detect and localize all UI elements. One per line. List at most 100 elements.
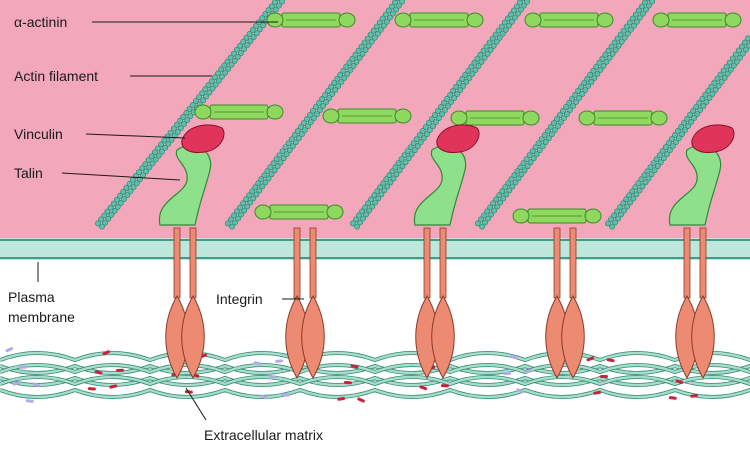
actin-bead — [260, 22, 266, 29]
matrix-fragment — [87, 387, 96, 391]
actin-bead — [334, 75, 341, 82]
actin-bead — [520, 160, 527, 167]
actin-bead — [399, 0, 405, 5]
actin-bead — [250, 34, 257, 41]
actin-bead — [187, 113, 194, 119]
actin-bead — [337, 71, 344, 78]
actin-bead — [502, 26, 509, 33]
actin-bead — [569, 96, 575, 102]
actin-bead — [521, 167, 528, 174]
actin-bead — [678, 124, 684, 130]
actin-bead — [124, 192, 131, 198]
actin-bead — [611, 212, 617, 219]
actin-bead — [357, 219, 363, 226]
matrix-fragment — [509, 355, 518, 360]
actin-bead — [356, 212, 362, 219]
label-integrin: Integrin — [216, 291, 263, 307]
actin-bead — [340, 67, 347, 74]
actin-bead — [252, 23, 259, 29]
actin-bead — [270, 160, 277, 167]
integrin-dimer — [545, 227, 585, 380]
actin-bead — [638, 176, 645, 183]
actin-bead — [238, 211, 245, 218]
actin-bead — [653, 156, 660, 162]
actin-bead — [347, 67, 354, 73]
matrix-fragment — [343, 381, 352, 385]
actin-bead — [398, 156, 405, 162]
actin-bead — [224, 220, 231, 227]
label-membrane: membrane — [8, 309, 75, 325]
actin-bead — [542, 139, 549, 146]
actin-bead — [305, 123, 311, 129]
actin-bead — [360, 215, 366, 222]
actin-bead — [460, 83, 467, 89]
rod-knob — [394, 12, 412, 28]
actin-bead — [181, 121, 187, 127]
actin-bead — [381, 187, 388, 194]
matrix-fragment — [600, 375, 608, 378]
actin-bead — [317, 107, 323, 113]
actin-bead — [233, 46, 240, 53]
actin-bead — [292, 139, 299, 146]
actin-bead — [338, 79, 345, 85]
actin-bead — [667, 147, 673, 154]
matrix-fragment — [350, 364, 359, 369]
actin-bead — [664, 151, 670, 158]
actin-bead — [585, 83, 592, 89]
actin-bead — [219, 73, 225, 80]
actin-bead — [629, 188, 636, 195]
actin-bead — [238, 50, 244, 56]
actin-bead — [468, 63, 475, 70]
actin-bead — [316, 100, 322, 106]
talin — [158, 145, 212, 226]
rod-knob — [322, 108, 340, 124]
actin-bead — [291, 132, 298, 138]
actin-bead — [280, 155, 287, 162]
matrix-fiber-core — [0, 363, 750, 374]
actin-bead — [283, 151, 290, 158]
actin-bead — [582, 87, 589, 93]
actin-bead — [390, 175, 397, 182]
actin-bead — [632, 11, 639, 18]
actin-bead — [433, 119, 439, 125]
actin-bead — [557, 112, 563, 118]
actin-bead — [359, 208, 365, 215]
vinculin — [436, 124, 480, 153]
actin-bead — [383, 176, 390, 183]
actin-bead — [665, 140, 672, 146]
actin-bead — [567, 107, 573, 113]
actin-bead — [237, 204, 243, 211]
actin-bead — [685, 123, 692, 129]
rod-knob — [394, 108, 412, 124]
actin-bead — [139, 165, 146, 171]
actin-bead — [718, 78, 725, 85]
actin-bead — [700, 103, 707, 109]
actin-bead — [478, 216, 484, 223]
actin-bead — [738, 43, 745, 50]
rod-knob — [466, 12, 484, 28]
actin-bead — [623, 23, 630, 30]
actin-bead — [256, 26, 263, 33]
alpha-actinin-rod — [254, 204, 344, 220]
actin-bead — [469, 71, 476, 77]
actin-bead — [457, 87, 464, 93]
matrix-fragment — [102, 350, 111, 356]
actin-bead — [498, 23, 505, 30]
actin-bead — [264, 168, 271, 175]
actin-bead — [490, 200, 496, 207]
actin-bead — [727, 66, 734, 73]
actin-bead — [380, 22, 387, 29]
actin-bead — [386, 172, 393, 179]
alpha-actinin-rods — [194, 12, 742, 224]
actin-bead — [343, 63, 350, 70]
actin-bead — [282, 144, 289, 150]
actin-bead — [487, 204, 493, 211]
actin-bead — [422, 124, 429, 130]
actin-bead — [271, 167, 278, 174]
alpha-actinin-rod — [266, 12, 356, 28]
actin-bead — [199, 90, 206, 96]
actin-bead — [493, 38, 500, 45]
actin-bead — [706, 95, 713, 101]
actin-bead — [373, 23, 380, 30]
actin-bead — [101, 212, 108, 219]
